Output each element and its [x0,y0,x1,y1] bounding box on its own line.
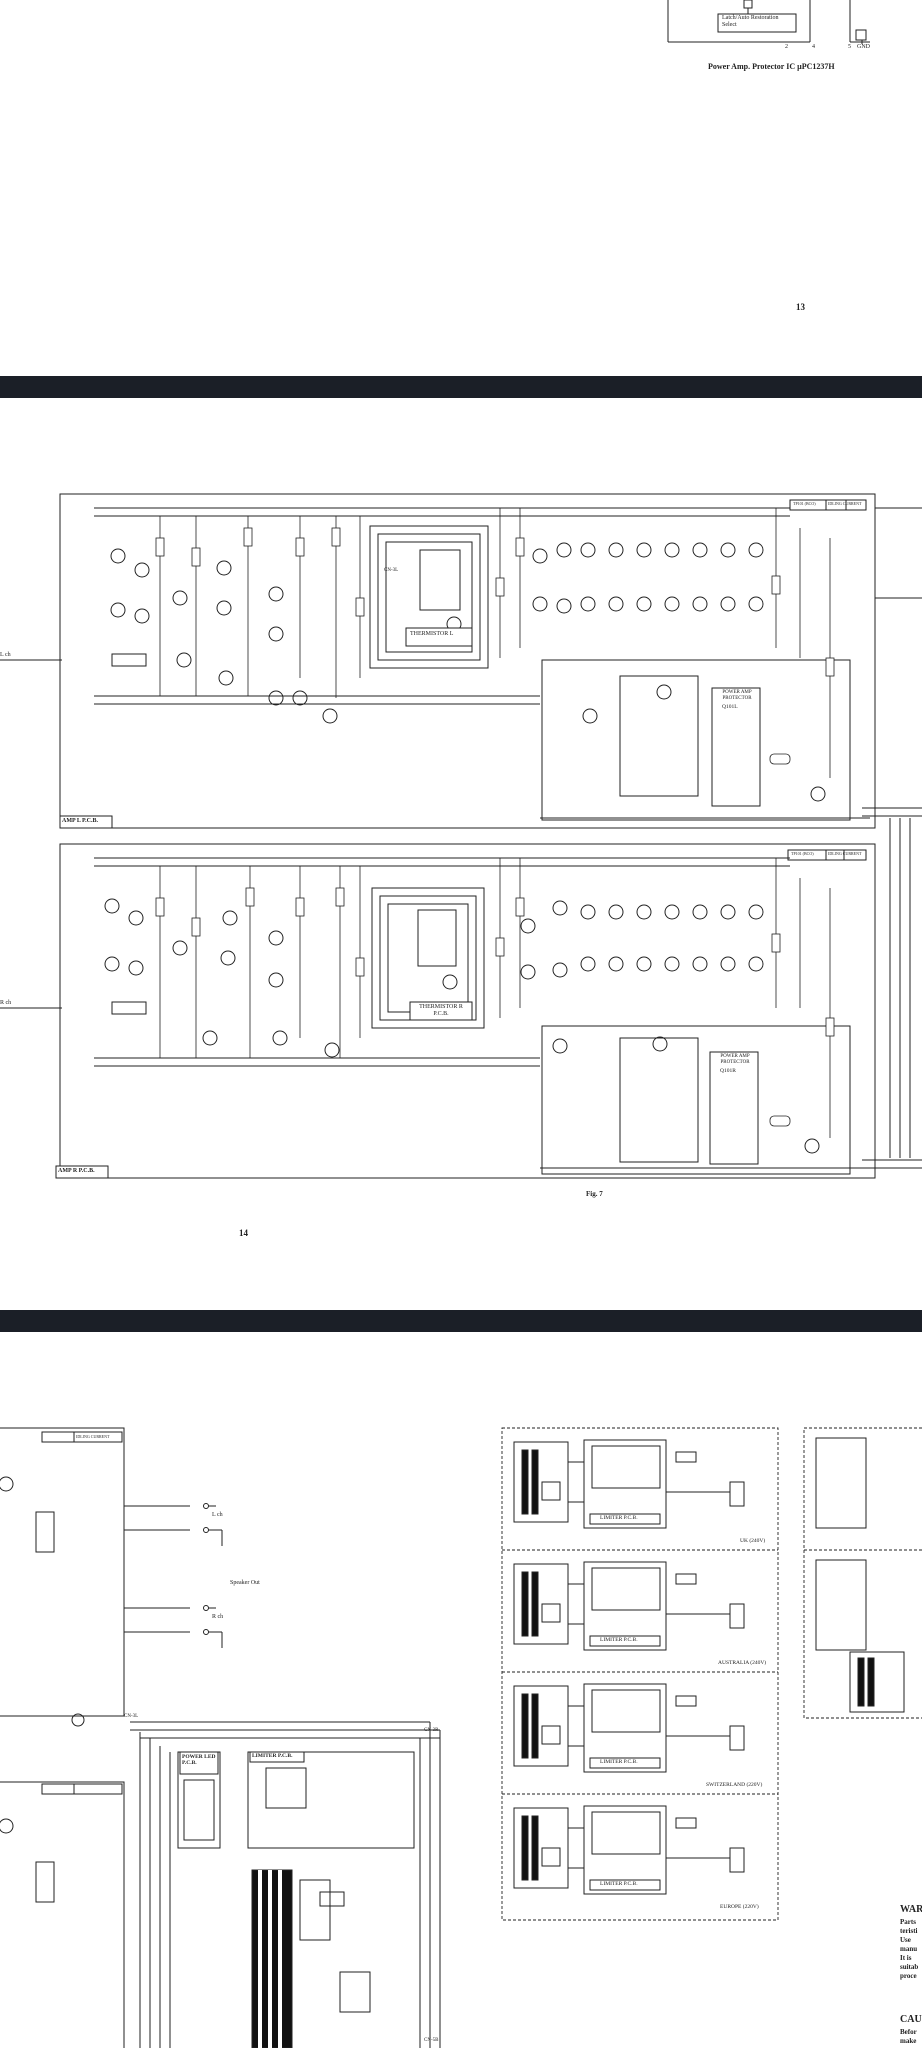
page-14: AMP L P.C.B. AMP R P.C.B. THERMISTOR L T… [0,398,922,1310]
thermistor-l-label: THERMISTOR L [410,631,454,637]
pin-label-5: 5 [848,44,851,50]
warning-line: manu [900,1945,918,1953]
fig-label: Fig. 7 [586,1190,603,1198]
pin-label-4: 4 [812,44,815,50]
pin-label-2: 2 [785,44,788,50]
pin-label-gnd: GND [857,44,870,50]
variant-limiter-4: LIMITER P.C.B. [600,1881,638,1887]
protector-l-label: POWER AMP PROTECTOR [722,690,752,701]
variant-region-2: AUSTRALIA (240V) [718,1660,767,1666]
variant-limiter-3: LIMITER P.C.B. [600,1759,638,1765]
connector-l-label: CN-3L [384,568,399,573]
page-number: 13 [796,302,805,312]
warning-line: Parts [900,1918,916,1926]
protector-l-ic: Q101L [722,704,738,710]
idle-current-label: IDLING CURRENT [76,1434,110,1439]
protector-r-ic: Q101R [720,1068,736,1074]
page-number: 14 [239,1228,248,1238]
power-supply-schematic [0,1427,922,2048]
protector-ic-diagram [667,0,870,44]
warning-line: It is [900,1954,912,1962]
warning-line: Use [900,1936,911,1944]
input-l-label: L ch [0,652,11,658]
input-r-label: R ch [0,1000,12,1006]
l-ch-label: L ch [212,1512,223,1518]
warning-line: teristi [900,1927,918,1935]
variant-limiter-2: LIMITER P.C.B. [600,1637,638,1643]
page-15: IDLING CURRENT L ch Speaker Out R ch CN-… [0,1332,922,2048]
warning-line: suitab [900,1963,919,1971]
sensor-r-label: TP101 (BCO) [791,851,814,856]
amp-schematic [0,493,922,1179]
figure-caption: Power Amp. Protector IC µPC1237H [708,62,835,71]
caution-lines: Befor make [900,2028,922,2046]
thermistor-r-label: THERMISTOR R P.C.B. [419,1004,463,1017]
caution-title: CAU [900,2014,922,2025]
page-13: Latch/Auto Restoration Select 2 4 5 GND … [0,0,922,376]
warning-lines: Parts teristi Use manu It is suitab proc… [900,1918,922,1981]
sensor-l-label: TP101 (BCO) [793,501,816,506]
connector-3l: CN-3L [124,1714,139,1719]
speaker-out-label: Speaker Out [230,1580,260,1586]
connector-5b: CN-5B [424,2038,439,2043]
limiter-main-label: LIMITER P.C.B. [252,1753,293,1759]
variant-region-1: UK (240V) [740,1538,766,1544]
connector-3r: CN-3R [424,1728,439,1733]
page-divider-2 [0,1310,922,1332]
idle-l-label: IDLING CURRENT [828,501,862,506]
warning-title: WAR [900,1904,922,1915]
caution-line: make [900,2037,917,2045]
amp-r-pcb-label: AMP R P.C.B. [58,1168,95,1174]
variant-region-4: EUROPE (220V) [720,1904,759,1910]
r-ch-label: R ch [212,1614,224,1620]
warning-line: proce [900,1972,917,1980]
power-led-label: POWER LED P.C.B. [182,1754,216,1766]
variant-limiter-1: LIMITER P.C.B. [600,1515,638,1521]
idle-r-label: IDLING CURRENT [828,851,862,856]
protector-r-label: POWER AMP PROTECTOR [720,1054,750,1065]
variant-region-3: SWITZERLAND (220V) [706,1782,763,1788]
amp-l-pcb-label: AMP L P.C.B. [62,818,98,824]
page-divider-1 [0,376,922,398]
ic-box-label: Latch/Auto Restoration Select [722,15,779,28]
caution-line: Befor [900,2028,917,2036]
